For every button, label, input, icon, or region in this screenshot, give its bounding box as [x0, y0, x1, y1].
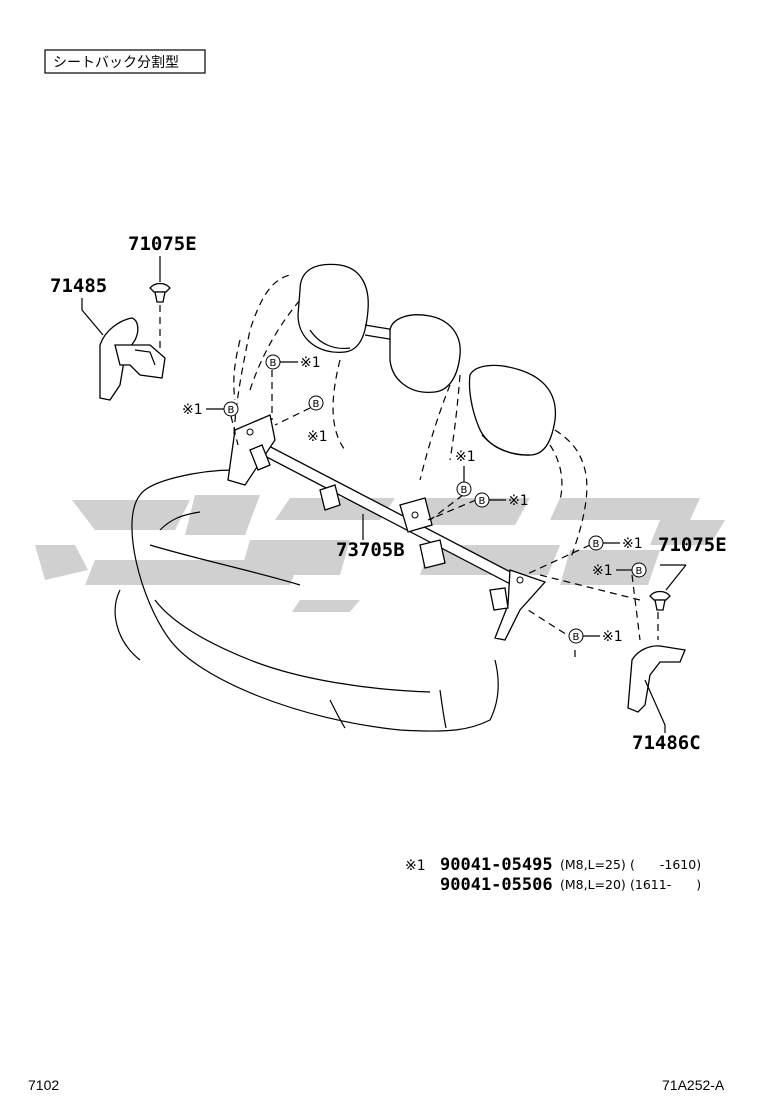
svg-text:※1: ※1: [455, 449, 476, 465]
bolt-notes: ※1 90041-05495 (M8,L=25) ( -1610) 90041-…: [405, 855, 701, 895]
variant-box: シートバック分割型: [44, 49, 206, 74]
note-line1-range: ( -1610): [630, 857, 701, 872]
note-line2-spec: (M8,L=20): [560, 877, 626, 892]
part-label-bar: 73705B: [336, 539, 405, 561]
svg-text:B: B: [573, 632, 580, 643]
svg-text:※1: ※1: [622, 536, 643, 552]
variant-label: シートバック分割型: [53, 54, 179, 71]
svg-text:※1: ※1: [307, 429, 328, 445]
svg-text:B: B: [270, 358, 277, 369]
svg-text:※1: ※1: [602, 629, 623, 645]
bolt-callout-5: B ※1: [474, 492, 529, 509]
footer-figure-code: 71A252-A: [662, 1077, 725, 1093]
svg-text:※1: ※1: [300, 355, 321, 371]
note-mark: ※1: [405, 858, 426, 874]
svg-text:B: B: [636, 566, 643, 577]
svg-text:B: B: [461, 485, 468, 496]
svg-text:B: B: [593, 539, 600, 550]
bolt-callout-1: B ※1: [265, 354, 321, 371]
note-line2-part: 90041-05506: [440, 875, 553, 895]
bolt-callouts: B ※1 B ※1 ※1 B ※1 B B ※1 B: [182, 354, 647, 645]
bolt-callout-6: B ※1: [588, 535, 643, 552]
part-label-cover-left: 71485: [50, 275, 107, 297]
bolt-callout-4: ※1 B: [455, 449, 476, 497]
bolt-callout-7: ※1 B: [592, 562, 647, 579]
svg-text:※1: ※1: [508, 493, 529, 509]
right-clip-and-cover: [627, 564, 687, 733]
note-line2-range: (1611- ): [630, 877, 701, 892]
part-label-clip-left: 71075E: [128, 233, 197, 255]
part-label-cover-right: 71486C: [632, 732, 701, 754]
svg-text:※1: ※1: [182, 402, 203, 418]
bolt-callout-2: B ※1: [307, 395, 328, 445]
svg-text:※1: ※1: [592, 563, 613, 579]
svg-text:B: B: [479, 496, 486, 507]
footer-page-code: 7102: [28, 1077, 59, 1093]
note-line1-spec: (M8,L=25): [560, 857, 626, 872]
svg-text:B: B: [313, 399, 320, 410]
note-line1-part: 90041-05495: [440, 855, 553, 875]
bolt-callout-3: ※1 B: [182, 401, 239, 418]
part-label-clip-right: 71075E: [658, 534, 727, 556]
left-clip-and-cover: [81, 256, 171, 401]
bolt-leaders: [230, 370, 641, 662]
watermark-logo: [35, 495, 725, 612]
bolt-callout-8: B ※1: [568, 628, 623, 645]
reinforcement-bar: [227, 414, 547, 641]
svg-text:B: B: [228, 405, 235, 416]
seat-assembly: [114, 263, 588, 732]
